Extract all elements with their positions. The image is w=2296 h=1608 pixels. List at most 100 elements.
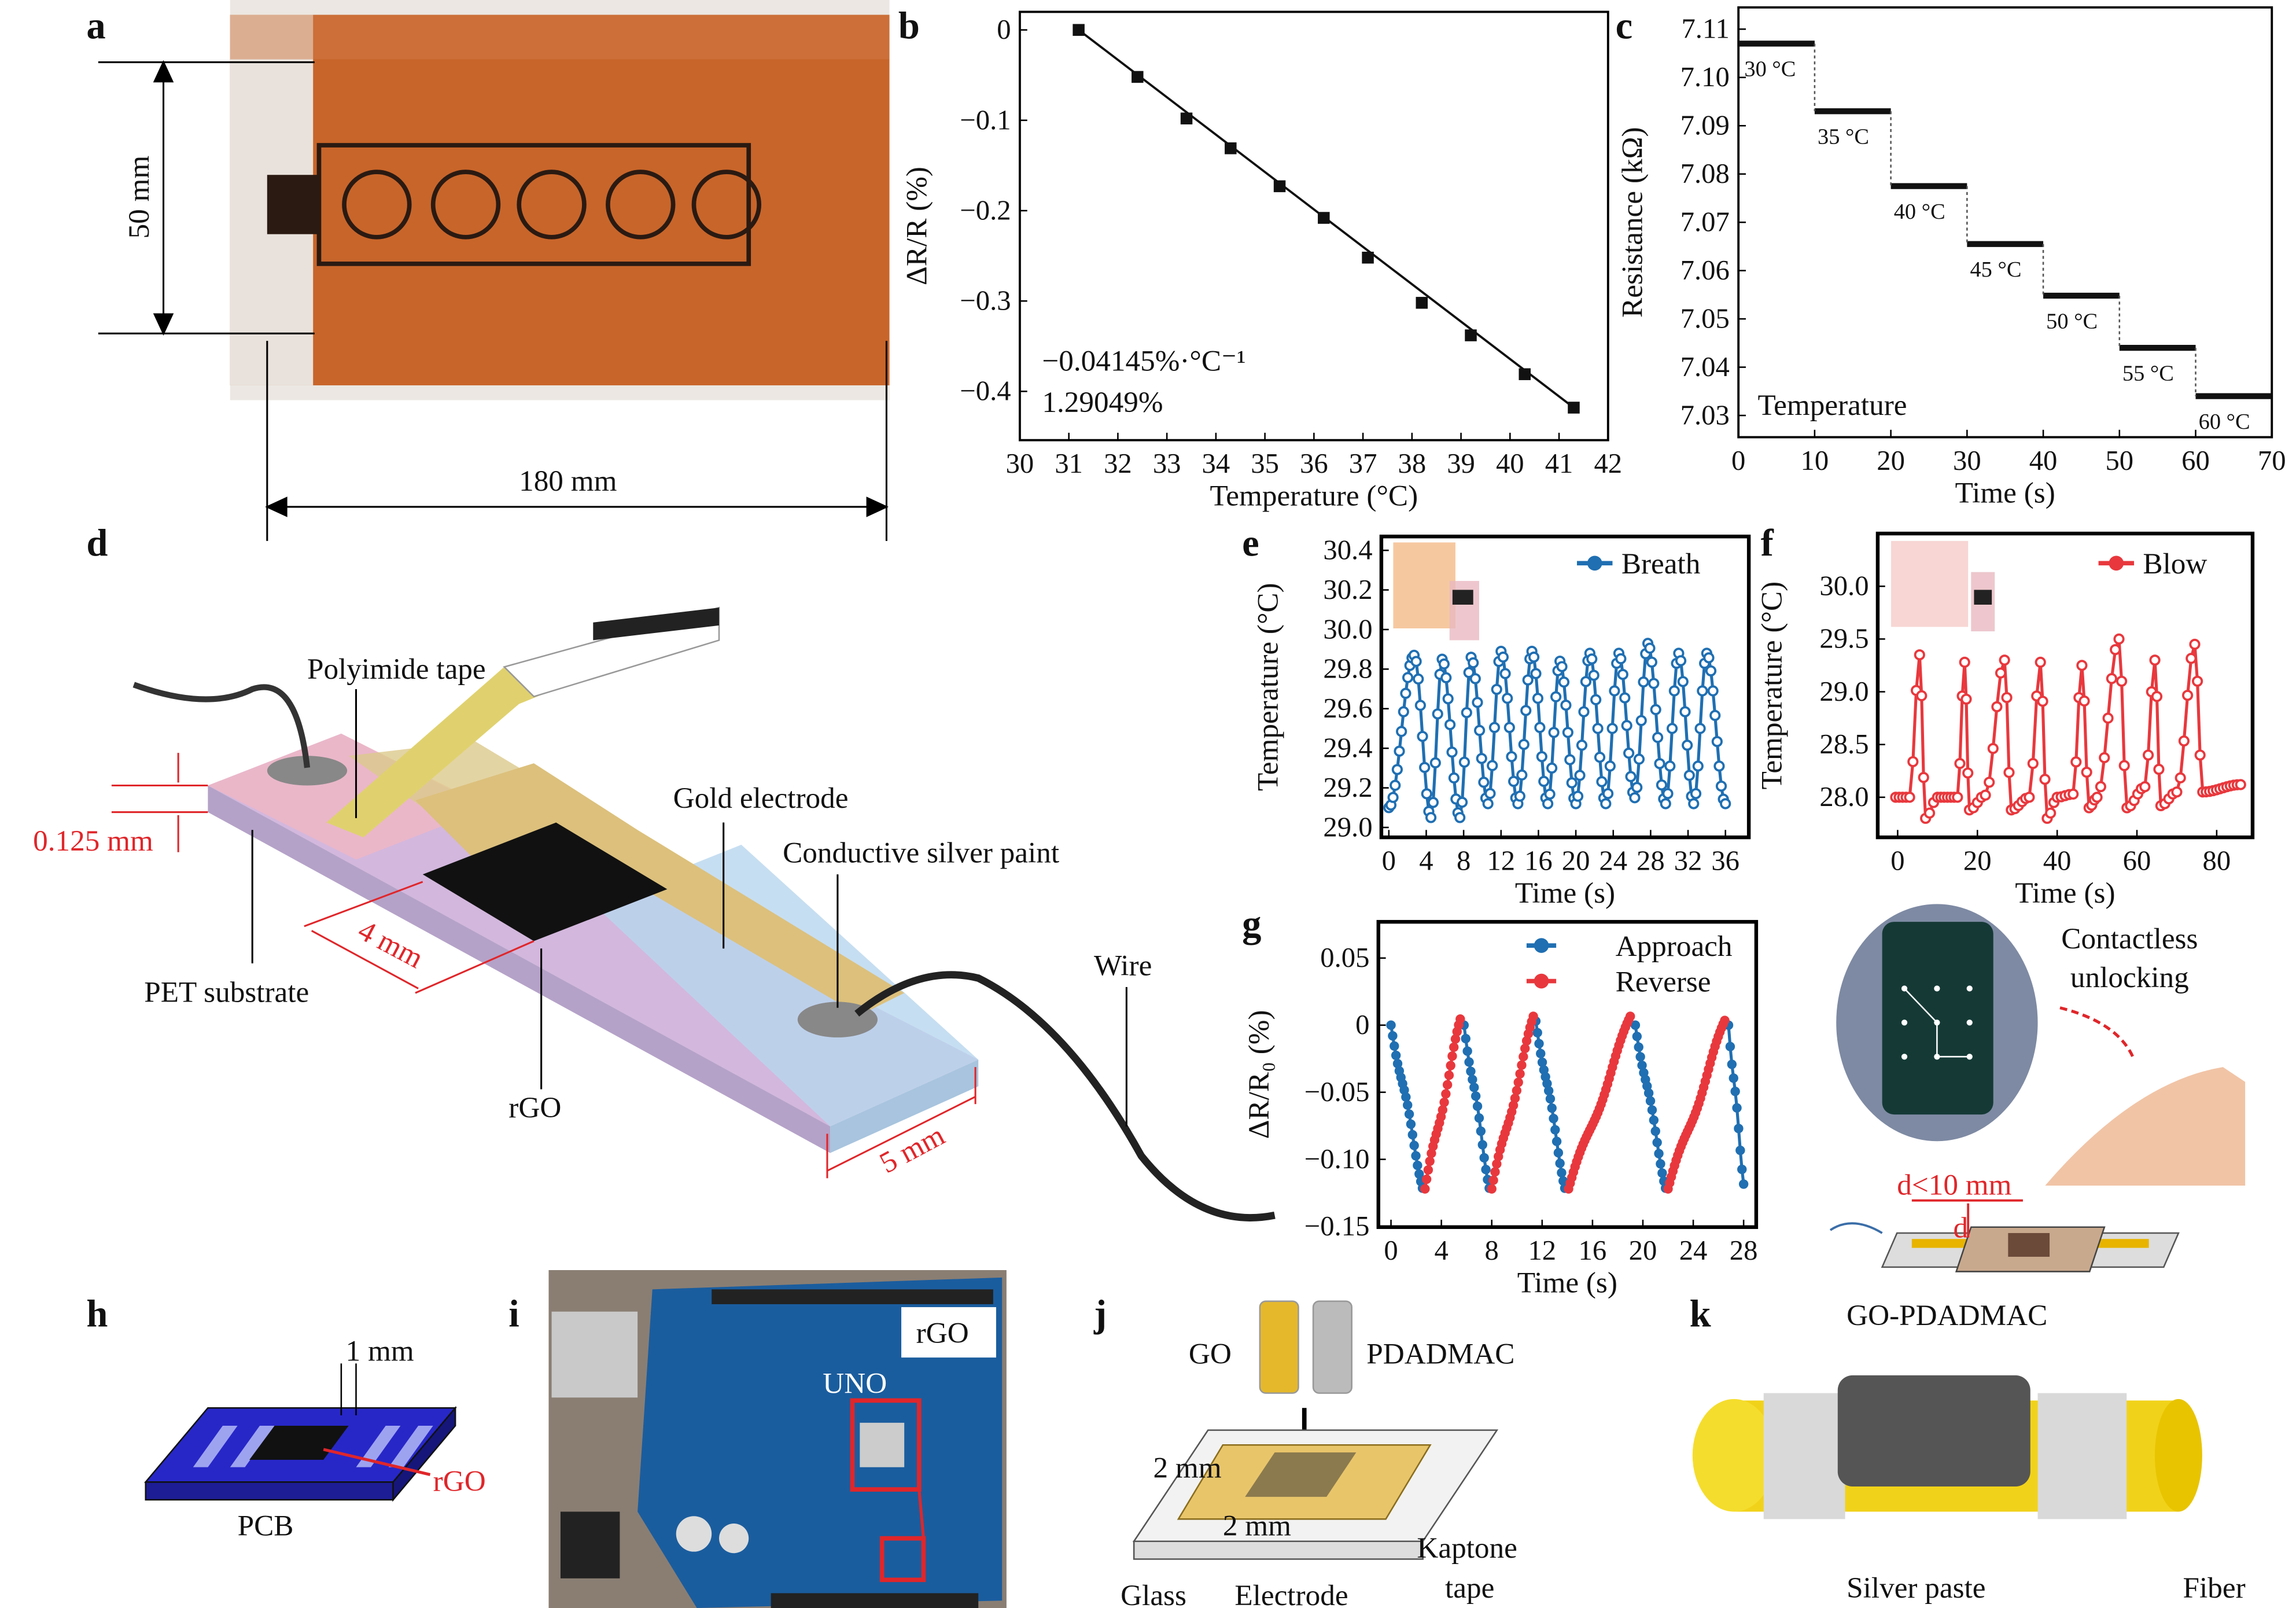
thickness-label: 0.125 mm — [33, 825, 153, 858]
x-tick-label: 36 — [1711, 845, 1739, 876]
data-point — [1225, 142, 1237, 154]
uno-board-label: UNO — [823, 1367, 887, 1400]
x-tick-label: 31 — [1055, 448, 1083, 479]
data-point — [1413, 1160, 1422, 1171]
data-point — [1694, 723, 1706, 734]
series-line-approach — [1462, 1025, 1491, 1188]
x-tick-label: 30 — [1006, 448, 1034, 479]
data-point — [1654, 758, 1665, 770]
legend-approach-reverse: Approach Reverse — [1526, 930, 1733, 999]
data-point — [1469, 1083, 1479, 1092]
x-tick-label: 80 — [2203, 845, 2231, 876]
x-tick-label: 12 — [1528, 1235, 1556, 1266]
data-point — [1492, 1159, 1502, 1169]
data-point — [2095, 781, 2107, 793]
data-point — [2076, 660, 2088, 671]
y-tick-label: 0 — [1355, 1009, 1369, 1040]
y-tick-label: 28.5 — [1819, 728, 1869, 760]
data-point — [1954, 757, 1966, 770]
data-point — [1497, 652, 1509, 663]
data-point — [1551, 1136, 1562, 1146]
data-point — [1536, 751, 1547, 763]
electrode-label: Electrode — [1234, 1579, 1348, 1608]
data-point — [1923, 807, 1936, 819]
pdadmac-label: PDADMAC — [1366, 1337, 1514, 1370]
x-tick-label: 60 — [2123, 845, 2151, 876]
data-point — [1386, 1020, 1396, 1030]
x-tick-label: 32 — [1674, 845, 1702, 876]
x-tick-label: 40 — [1496, 448, 1524, 479]
rgo-label: rGO — [508, 1091, 561, 1124]
data-point — [1959, 656, 1970, 668]
data-point — [1482, 798, 1494, 809]
x-tick-label: 60 — [2181, 445, 2210, 476]
data-point — [1515, 1069, 1525, 1079]
data-point — [1417, 731, 1428, 742]
data-point — [2070, 756, 2082, 768]
data-point — [1427, 1149, 1436, 1158]
legend-blow: Blow — [2098, 547, 2207, 580]
data-point — [1394, 745, 1405, 757]
data-point — [1568, 402, 1580, 414]
data-point — [1273, 180, 1286, 193]
y-tick-label: 29.5 — [1819, 623, 1869, 654]
slope-annotation: −0.04145%·°C⁻¹ — [1042, 344, 1245, 377]
data-point — [1544, 788, 1556, 800]
data-point — [1537, 1057, 1547, 1068]
data-point — [1660, 798, 1671, 809]
data-point — [1499, 668, 1511, 679]
data-point — [1400, 687, 1411, 699]
data-point — [1463, 667, 1475, 678]
data-point — [1652, 731, 1664, 744]
data-point — [2189, 638, 2201, 650]
y-tick-label: −0.4 — [960, 376, 1011, 407]
data-point — [2149, 654, 2161, 666]
x-axis-label: Time (s) — [2015, 877, 2115, 910]
y-tick-label: 29.4 — [1323, 733, 1372, 764]
y-tick-label: 7.07 — [1680, 207, 1730, 238]
data-point — [1675, 655, 1687, 667]
x-tick-label: 50 — [2105, 445, 2133, 476]
data-point — [1580, 676, 1592, 687]
data-point — [1646, 656, 1657, 668]
go-pdadmac-label: GO-PDADMAC — [1847, 1299, 2047, 1332]
data-point — [1547, 1103, 1557, 1113]
data-point — [2067, 788, 2079, 800]
x-axis-label: Time (s) — [1955, 476, 2055, 509]
fiber-label: Fiber — [2183, 1572, 2246, 1605]
data-point — [2116, 675, 2128, 687]
x-tick-label: 20 — [1562, 845, 1590, 876]
silver-paint-label: Conductive silver paint — [783, 837, 1059, 870]
data-point — [1734, 1124, 1744, 1134]
data-point — [1532, 1028, 1542, 1037]
data-point — [2099, 752, 2110, 764]
data-point — [1631, 782, 1643, 793]
x-tick-label: 0 — [1384, 1235, 1398, 1266]
data-point — [2003, 767, 2015, 778]
panel-letter-b: b — [898, 5, 920, 47]
data-point — [1520, 1043, 1530, 1054]
data-point — [1503, 722, 1515, 733]
contactless-label-line1: Contactless — [2061, 922, 2198, 955]
data-point — [1984, 777, 1995, 788]
y-tick-label: −0.05 — [1304, 1076, 1370, 1107]
data-point — [1543, 1086, 1554, 1096]
data-point — [1490, 1167, 1500, 1177]
data-point — [2118, 760, 2130, 771]
data-point — [1455, 1014, 1465, 1024]
data-point — [1442, 1080, 1453, 1090]
x-tick-label: 70 — [2258, 445, 2286, 476]
data-point — [1413, 673, 1424, 685]
data-point — [1388, 1031, 1398, 1041]
data-point — [1999, 654, 2010, 666]
data-point — [1487, 760, 1498, 771]
data-point — [2039, 774, 2051, 785]
data-point — [2024, 792, 2035, 803]
data-point — [1416, 297, 1428, 309]
y-axis-label: Temperature (°C) — [1755, 582, 1788, 790]
data-point — [1609, 685, 1620, 697]
